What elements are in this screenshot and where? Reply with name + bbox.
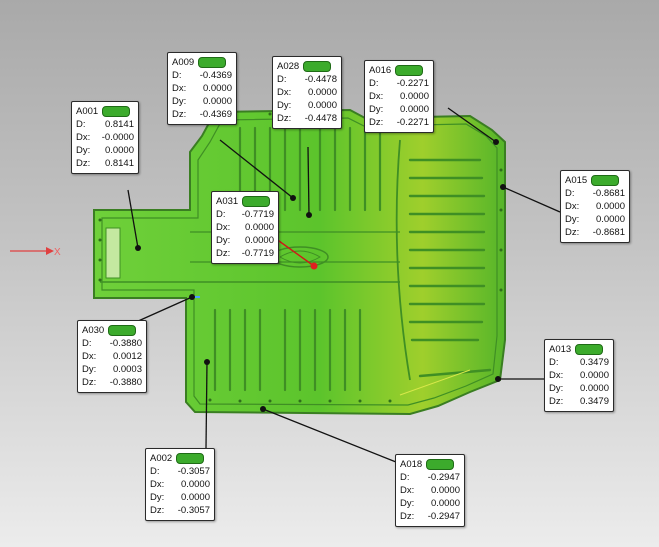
a031-point[interactable]	[310, 262, 318, 270]
point-id: A018	[400, 458, 423, 470]
callout-a015[interactable]: A015 D:-0.8681 Dx:0.0000 Dy:0.0000 Dz:-0…	[560, 170, 630, 243]
bottom-ribs	[213, 308, 362, 392]
status-badge	[108, 324, 137, 336]
callout-a001[interactable]: A001 D:0.8141 Dx:-0.0000 Dy:0.0000 Dz:0.…	[71, 101, 139, 174]
x-axis-indicator: X	[10, 247, 61, 258]
callout-a002[interactable]: A002 D:-0.3057 Dx:0.0000 Dy:0.0000 Dz:-0…	[145, 448, 215, 521]
status-badge	[198, 56, 227, 68]
callout-a016[interactable]: A016 D:-0.2271 Dx:0.0000 Dy:0.0000 Dz:-0…	[364, 60, 434, 133]
point-id: A016	[369, 64, 392, 76]
part-inner-rim	[101, 117, 498, 406]
callout-a031[interactable]: A031 D:-0.7719 Dx:0.0000 Dy:0.0000 Dz:-0…	[211, 191, 279, 264]
tab-slot	[105, 227, 121, 279]
callout-a028[interactable]: A028 D:-0.4478 Dx:0.0000 Dy:0.0000 Dz:-0…	[272, 56, 342, 129]
point-id: A015	[565, 174, 588, 186]
a031-leader	[271, 235, 315, 267]
point-id: A002	[150, 452, 173, 464]
callout-a018[interactable]: A018 D:-0.2947 Dx:0.0000 Dy:0.0000 Dz:-0…	[395, 454, 465, 527]
point-id: A013	[549, 343, 572, 355]
callout-a013[interactable]: A013 D:0.3479 Dx:0.0000 Dy:0.0000 Dz:0.3…	[544, 339, 614, 412]
point-id: A030	[82, 324, 105, 336]
status-badge	[591, 174, 620, 186]
status-badge	[426, 458, 455, 470]
status-badge	[242, 195, 271, 207]
measurement-points[interactable]	[135, 139, 506, 412]
part-body[interactable]	[93, 108, 506, 416]
point-id: A028	[277, 60, 300, 72]
status-badge	[102, 105, 131, 117]
status-badge	[575, 343, 604, 355]
callout-a030[interactable]: A030 D:-0.3880 Dx:0.0012 Dy:0.0003 Dz:-0…	[77, 320, 147, 393]
point-id: A001	[76, 105, 99, 117]
point-id: A009	[172, 56, 195, 68]
right-ribs	[408, 158, 492, 378]
axis-label: X	[54, 247, 61, 258]
status-badge	[303, 60, 332, 72]
callout-a009[interactable]: A009 D:-0.4369 Dx:0.0000 Dy:0.0000 Dz:-0…	[167, 52, 237, 125]
status-badge	[176, 452, 205, 464]
leader-lines	[127, 107, 561, 463]
status-badge	[395, 64, 424, 76]
point-id: A031	[216, 195, 239, 207]
